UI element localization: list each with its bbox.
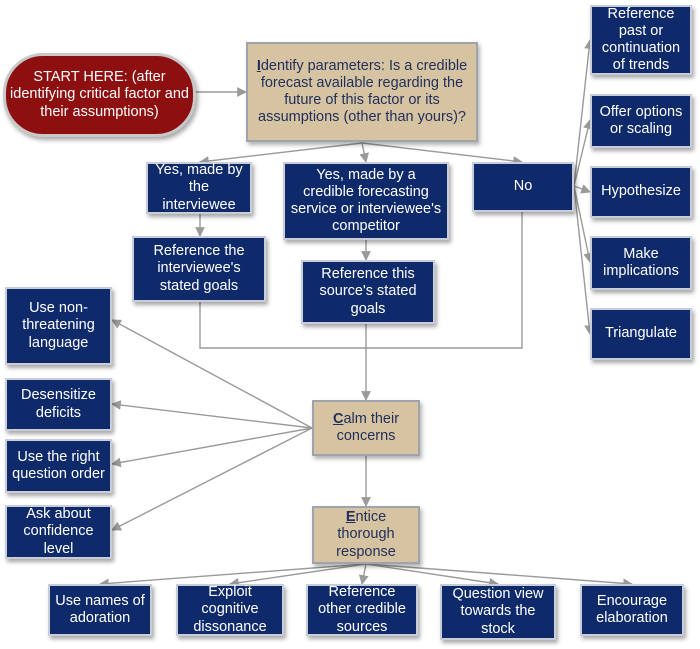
arrow-entice-to-bottom-3 [358, 563, 369, 585]
right-option-2: Offer options or scaling [590, 94, 692, 148]
left-option-3: Use the right question order [5, 439, 112, 493]
bottom-option-1: Use names of adoration [48, 584, 152, 636]
arrow-calm-to-left-1 [111, 319, 313, 429]
calm-concerns-node: Calm their concerns [312, 400, 420, 456]
yes-credible-node: Yes, made by a credible forecasting serv… [283, 162, 449, 240]
arrow-no-to-right-1 [573, 39, 594, 187]
entice-response-node: Entice thorough response [312, 506, 420, 564]
arrow-identify-to-yes-credible [359, 142, 369, 163]
bottom-option-5: Encourage elaboration [580, 584, 684, 636]
arrow-entice-to-bottom-4 [365, 563, 499, 588]
right-option-3: Hypothesize [590, 166, 692, 218]
bottom-option-2: Exploit cognitive dissonance [176, 584, 284, 636]
entice-initial: E [345, 509, 356, 526]
start-node: START HERE: (after identifying critical … [3, 53, 196, 137]
arrow-entice-to-bottom-1 [99, 563, 367, 589]
arrow-no-to-right-4 [573, 185, 593, 263]
merge-line [199, 212, 523, 349]
arrow-identify-to-yes-interviewee [199, 142, 363, 166]
arrow-no-to-right-5 [573, 185, 594, 335]
left-option-4: Ask about confidence level [5, 505, 112, 559]
identify-initial: I [256, 57, 261, 74]
bottom-option-3: Reference other credible sources [306, 584, 418, 636]
ref-interviewee-goals-node: Reference the interviewee's stated goals [132, 236, 266, 302]
no-node: No [472, 162, 574, 212]
arrow-no-to-right-2 [573, 119, 593, 187]
arrow-identify-to-no [361, 142, 523, 166]
left-option-1: Use non-threatening language [5, 287, 112, 365]
yes-interviewee-node: Yes, made by the interviewee [146, 162, 252, 214]
identify-text: dentify parameters: Is a credible foreca… [258, 57, 468, 126]
arrow-no-to-right-3 [573, 184, 591, 194]
right-option-4: Make implications [590, 236, 692, 290]
arrow-entice-to-bottom-5 [365, 563, 633, 589]
left-option-2: Desensitize deficits [5, 378, 112, 431]
arrow-entice-to-bottom-2 [229, 563, 367, 588]
calm-initial: C [332, 410, 344, 427]
bottom-option-4: Question view towards the stock [440, 584, 556, 640]
ref-source-goals-node: Reference this source's stated goals [301, 260, 435, 324]
arrow-calm-to-left-4 [111, 427, 313, 531]
right-option-1: Reference past or continuation of trends [590, 5, 692, 75]
right-option-5: Triangulate [590, 308, 692, 360]
arrow-calm-to-left-3 [111, 427, 313, 468]
entice-text: ntice thorough response [336, 509, 396, 560]
calm-text: alm their concerns [336, 410, 400, 444]
identify-parameters-node: Identify parameters: Is a credible forec… [246, 42, 478, 142]
arrow-calm-to-left-2 [111, 400, 313, 429]
